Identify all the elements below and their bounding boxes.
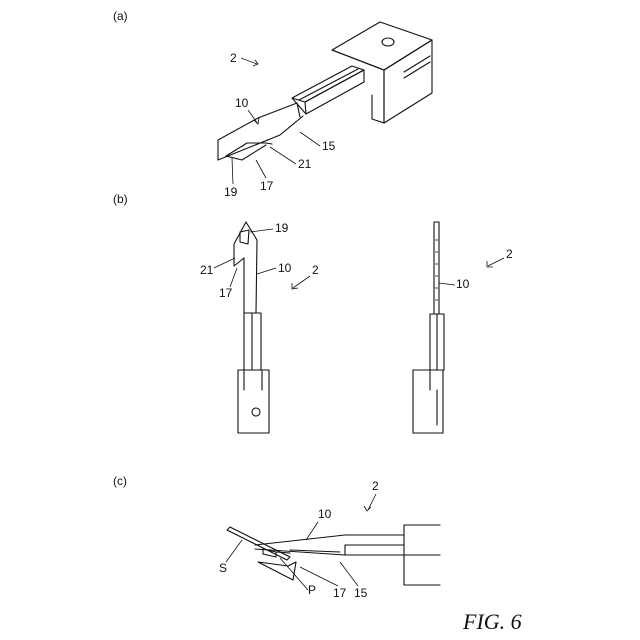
view-c: (c) 2	[113, 474, 440, 600]
view-b-front-refs: 19 21 10 17 2	[200, 221, 319, 300]
view-b-side	[413, 222, 444, 433]
view-c-refs: 2 10 S P 17 15	[219, 479, 379, 600]
ref-c-17: 17	[333, 586, 347, 600]
ref-a-2: 2	[230, 51, 237, 65]
ref-b-10: 10	[278, 261, 292, 275]
housing-hole	[382, 38, 394, 46]
view-b: (b) 19 21 10 17 2	[113, 192, 513, 433]
side-housing	[413, 370, 443, 433]
ref-b-10-side: 10	[456, 277, 470, 291]
view-a: (a) 2	[113, 9, 432, 199]
ref-b-2-side: 2	[506, 247, 513, 261]
ref-b-19: 19	[275, 221, 289, 235]
ref-b-2-front: 2	[312, 263, 319, 277]
figure-caption: FIG. 6	[462, 609, 522, 634]
ref-a-10: 10	[235, 96, 249, 110]
ref-a-21: 21	[298, 157, 312, 171]
view-b-front	[234, 222, 269, 433]
ref-c-10: 10	[318, 507, 332, 521]
front-housing	[238, 370, 269, 433]
view-a-rib	[292, 66, 364, 114]
view-a-terminal	[218, 103, 303, 160]
ref-a-15: 15	[322, 139, 336, 153]
view-a-label: (a)	[113, 9, 128, 23]
ref-b-21: 21	[200, 263, 214, 277]
ref-c-2: 2	[372, 479, 379, 493]
view-c-tab	[258, 549, 296, 580]
ref-c-S: S	[219, 561, 227, 575]
ref-a-17: 17	[260, 179, 274, 193]
view-a-refs: 2 10 15 21 19 17	[224, 51, 336, 199]
view-b-side-refs: 2 10	[439, 247, 513, 291]
ref-c-15: 15	[354, 586, 368, 600]
front-housing-hole	[252, 408, 260, 416]
view-a-housing	[332, 22, 432, 123]
view-c-sheet	[227, 527, 290, 560]
ref-b-17: 17	[219, 286, 233, 300]
view-b-label: (b)	[113, 192, 128, 206]
view-c-label: (c)	[113, 474, 127, 488]
ref-c-P: P	[308, 583, 316, 597]
ref-a-19: 19	[224, 185, 238, 199]
